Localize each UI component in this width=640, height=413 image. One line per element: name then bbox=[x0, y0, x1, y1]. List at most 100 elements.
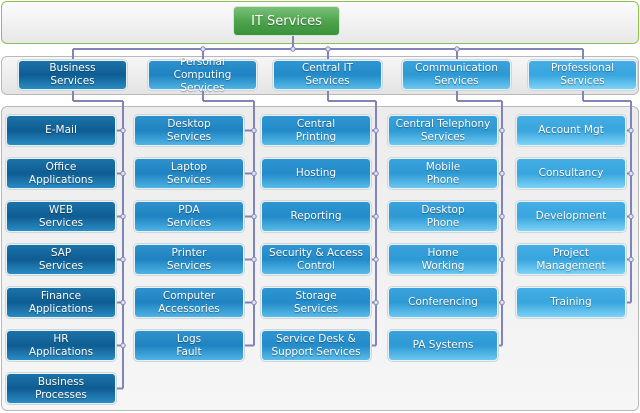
item-service-desk-and-support-services[interactable]: Service Desk &Support Services bbox=[261, 330, 371, 361]
node-label-line: Project bbox=[553, 246, 589, 259]
node-label-line: Professional bbox=[550, 62, 615, 74]
node-label-line: Services bbox=[50, 75, 95, 87]
item-e-mail[interactable]: E-Mail bbox=[6, 115, 116, 146]
node-label-line: Fault bbox=[176, 345, 202, 358]
node-label-line: Services bbox=[305, 75, 350, 87]
node-label-line: Security & Access bbox=[269, 246, 363, 259]
node-label-line: Services bbox=[166, 173, 212, 186]
node-label-line: Working bbox=[421, 259, 465, 272]
node-label-line: Accessories bbox=[158, 302, 220, 315]
node-label: Training bbox=[550, 296, 591, 309]
node-label-line: SAP bbox=[50, 246, 72, 259]
node-label-line: Computer bbox=[162, 289, 216, 302]
node-label-line: Business bbox=[37, 375, 85, 388]
node-label-line: Account Mgt bbox=[538, 124, 604, 136]
node-label-line: Mobile bbox=[425, 160, 461, 173]
node-label: Service Desk &Support Services bbox=[271, 333, 360, 359]
item-development[interactable]: Development bbox=[516, 201, 626, 232]
node-label-line: Communication bbox=[415, 62, 498, 74]
node-label-line: E-Mail bbox=[45, 124, 77, 136]
node-label-line: WEB bbox=[48, 203, 74, 216]
item-pa-systems[interactable]: PA Systems bbox=[388, 330, 498, 361]
node-label-line: Logs bbox=[176, 332, 202, 345]
item-consultancy[interactable]: Consultancy bbox=[516, 158, 626, 189]
node-label-line: Storage bbox=[295, 289, 337, 302]
category-junction-dot bbox=[325, 46, 331, 52]
node-label-line: Training bbox=[550, 296, 592, 308]
node-label-line: Printer bbox=[171, 246, 207, 259]
node-label-line: Central bbox=[296, 117, 336, 130]
node-label-line: Central IT bbox=[301, 62, 354, 74]
item-account-mgt[interactable]: Account Mgt bbox=[516, 115, 626, 146]
item-training[interactable]: Training bbox=[516, 287, 626, 318]
node-label-line: Applications bbox=[28, 302, 94, 315]
node-label-line: Phone bbox=[426, 216, 460, 229]
node-label: PA Systems bbox=[413, 339, 474, 352]
category-junction-dot bbox=[454, 46, 460, 52]
category-junction-dot bbox=[200, 46, 206, 52]
node-label-line: Services bbox=[38, 259, 84, 272]
node-label-line: Desktop bbox=[421, 203, 465, 216]
node-label: Consultancy bbox=[539, 167, 604, 180]
node-label: Reporting bbox=[290, 210, 341, 223]
node-label-line: Laptop bbox=[170, 160, 208, 173]
node-label-line: Support Services bbox=[271, 345, 361, 358]
node-label-line: Business bbox=[49, 62, 96, 74]
node-label-line: Services bbox=[166, 216, 212, 229]
item-hosting[interactable]: Hosting bbox=[261, 158, 371, 189]
item-reporting[interactable]: Reporting bbox=[261, 201, 371, 232]
node-label-line: PDA bbox=[178, 203, 200, 216]
node-label-line: HR bbox=[53, 332, 69, 345]
node-label-line: Hosting bbox=[295, 167, 337, 179]
root-node-it-services[interactable]: IT Services bbox=[233, 6, 340, 36]
item-conferencing[interactable]: Conferencing bbox=[388, 287, 498, 318]
node-label-line: Control bbox=[297, 259, 335, 272]
node-label: E-Mail bbox=[45, 124, 77, 137]
node-label-line: Applications bbox=[28, 345, 94, 358]
node-label-line: Service Desk & bbox=[276, 332, 356, 345]
